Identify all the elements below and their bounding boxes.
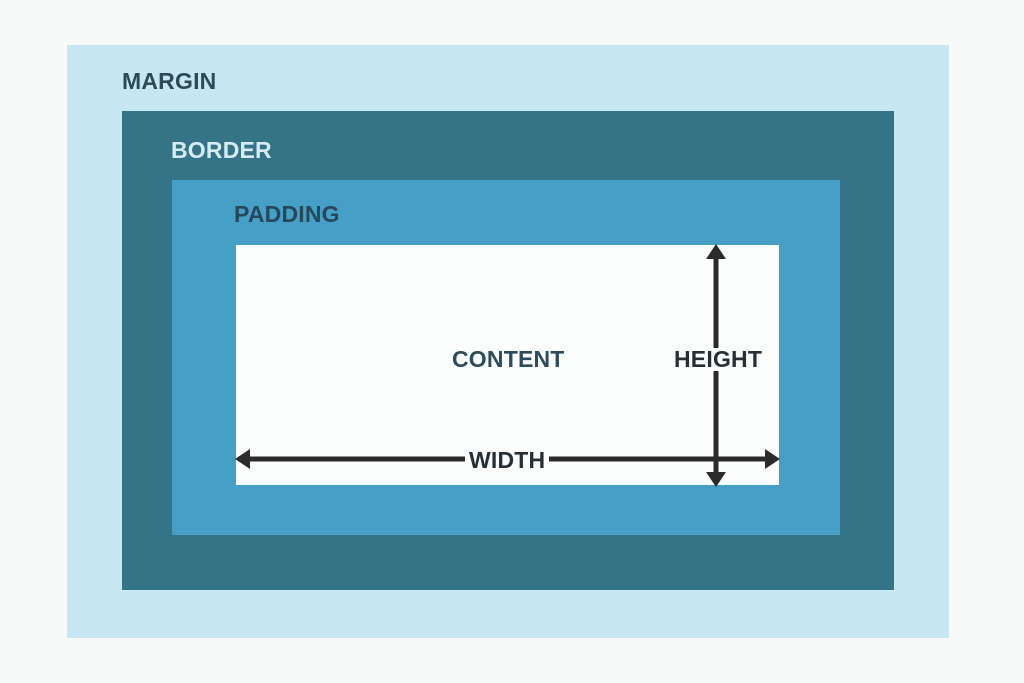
height-label: HEIGHT — [671, 348, 766, 371]
border-label: BORDER — [171, 137, 272, 163]
content-label: CONTENT — [452, 346, 565, 372]
padding-label: PADDING — [234, 201, 340, 227]
height-arrow-bottom-head — [706, 472, 726, 487]
height-arrow-top-head — [706, 244, 726, 259]
width-arrow-right-head — [765, 449, 780, 469]
width-arrow-left-head — [235, 449, 250, 469]
width-label: WIDTH — [465, 449, 550, 472]
margin-label: MARGIN — [122, 68, 217, 94]
